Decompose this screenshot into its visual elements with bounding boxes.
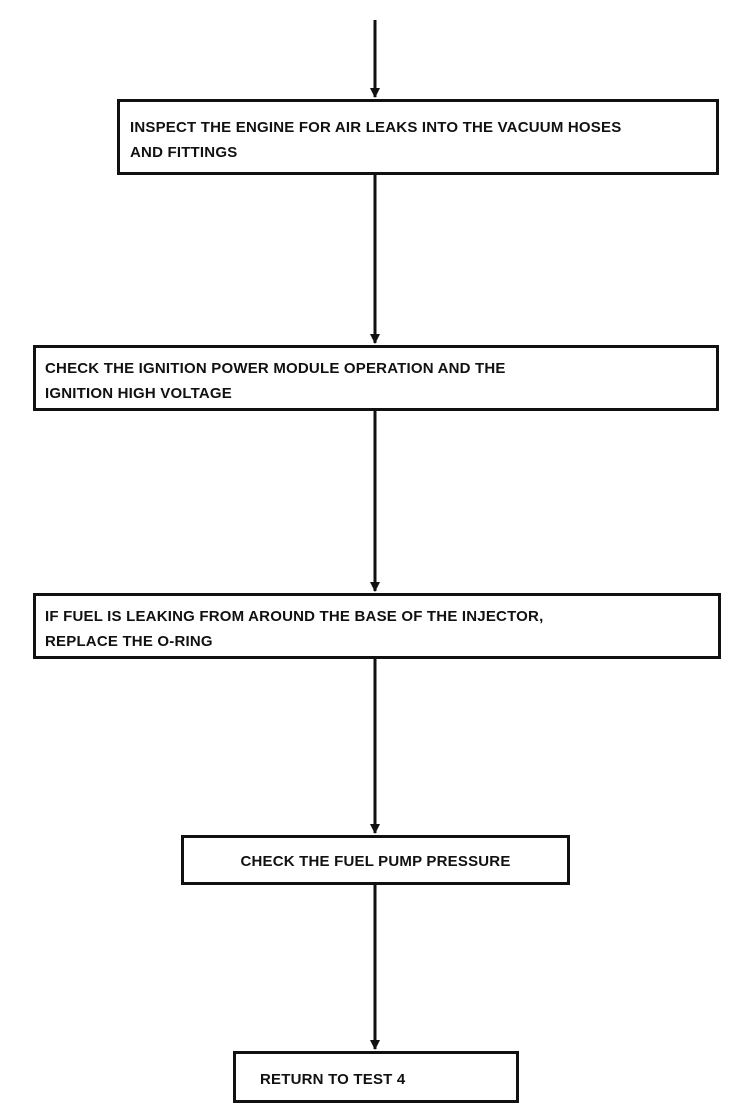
step-text-line: INSPECT THE ENGINE FOR AIR LEAKS INTO TH… [130,119,622,136]
step-check-ignition: CHECK THE IGNITION POWER MODULE OPERATIO… [33,345,719,411]
step-text-line: IF FUEL IS LEAKING FROM AROUND THE BASE … [45,608,544,625]
step-return-to-test: RETURN TO TEST 4 [233,1051,519,1103]
step-text-line: CHECK THE IGNITION POWER MODULE OPERATIO… [45,360,506,377]
step-text-line: CHECK THE FUEL PUMP PRESSURE [240,853,511,870]
step-text-line: REPLACE THE O-RING [45,633,213,650]
step-check-fuel-pump: CHECK THE FUEL PUMP PRESSURE [181,835,570,885]
step-text-line: AND FITTINGS [130,144,238,161]
step-text-line: RETURN TO TEST 4 [260,1071,406,1088]
step-replace-o-ring: IF FUEL IS LEAKING FROM AROUND THE BASE … [33,593,721,659]
step-text-line: IGNITION HIGH VOLTAGE [45,385,232,402]
step-inspect-air-leaks: INSPECT THE ENGINE FOR AIR LEAKS INTO TH… [117,99,719,175]
